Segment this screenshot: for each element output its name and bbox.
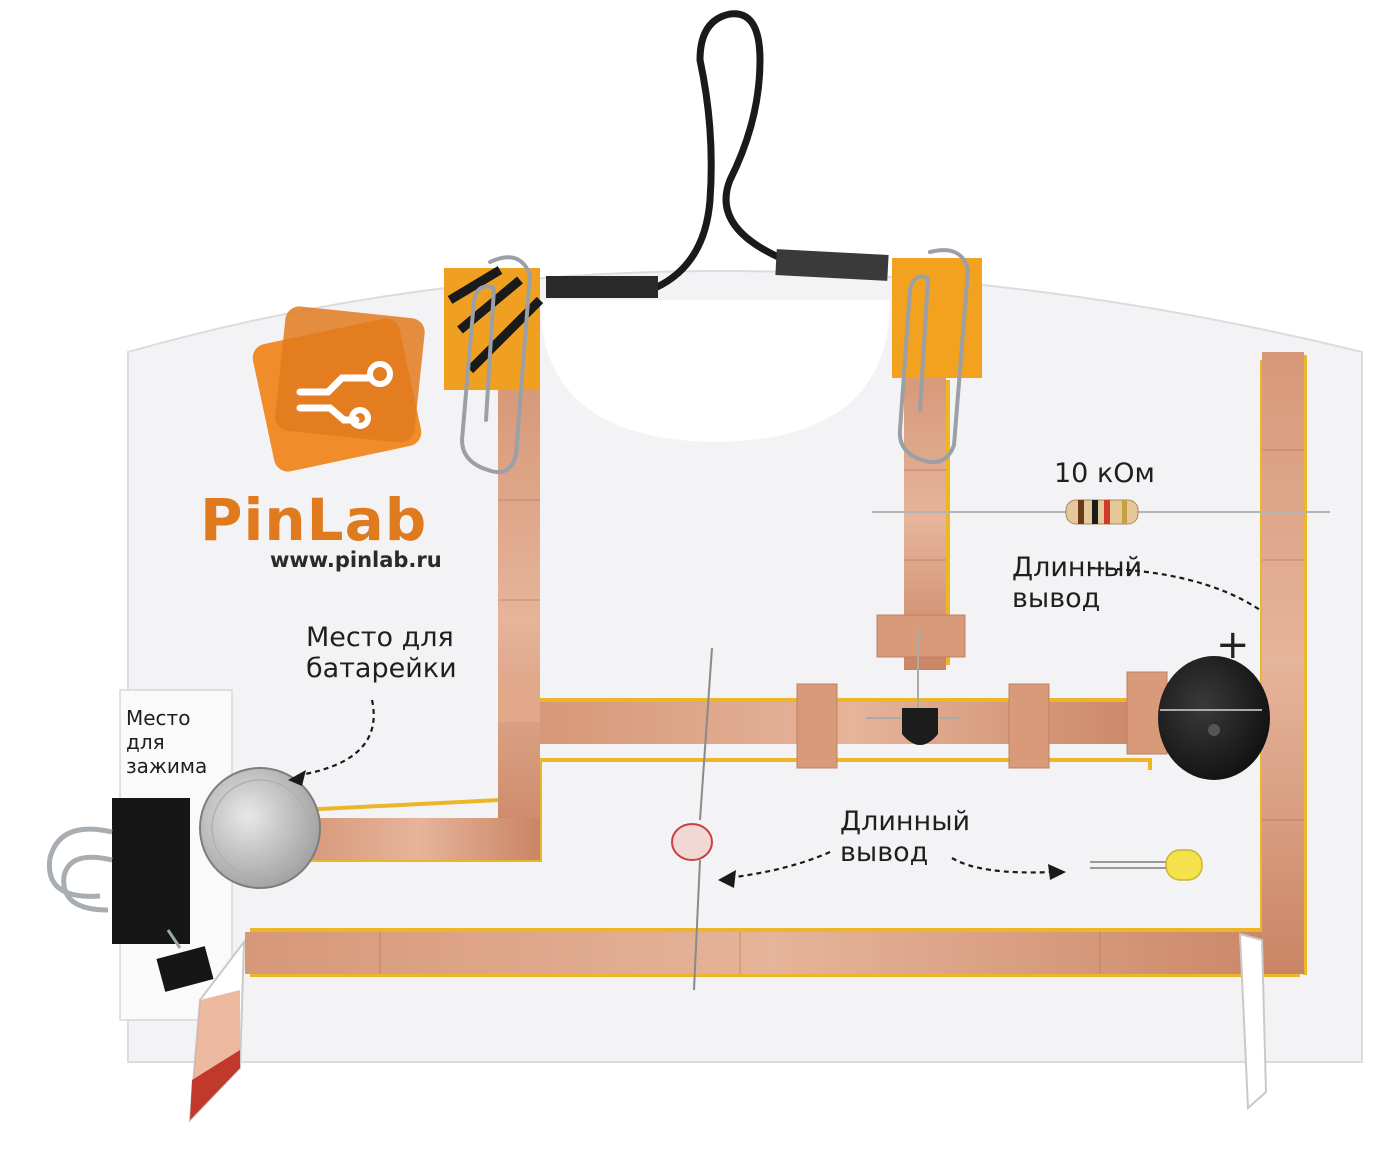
board-stands [188, 932, 1268, 1123]
copper-traces [245, 352, 1304, 974]
binder-clip [46, 798, 214, 992]
board-cutout [540, 300, 890, 442]
long-lead-top-label: Длинный вывод [1012, 552, 1143, 615]
yellow-led-illustration [1090, 849, 1203, 881]
wire-loop [546, 10, 889, 298]
arrow-heads [288, 770, 1066, 888]
clip-place-label: Место для зажима [126, 706, 208, 778]
resistor-value-label: 10 кОм [1054, 458, 1155, 489]
copper-trace-right-vertical [1262, 352, 1304, 974]
long-lead-bottom-label: Длинный вывод [840, 806, 971, 869]
copper-trace-left-vertical [498, 380, 540, 860]
paper-clips [459, 248, 971, 475]
battery-place-label: Место для батарейки [306, 622, 457, 685]
dashed-arrows [299, 566, 1261, 880]
brand-name: PinLab [200, 486, 428, 554]
buzzer-component [1158, 656, 1270, 780]
copper-trace-bottom [245, 932, 1303, 974]
plus-sign: + [1216, 622, 1250, 668]
photoresistor-component [671, 647, 713, 991]
transistor-component [866, 628, 962, 745]
pinlab-logo-icon [252, 306, 425, 472]
resistor-component [872, 499, 1330, 525]
brand-url: www.pinlab.ru [270, 548, 442, 572]
board-card [127, 270, 1363, 1063]
copper-trace-battery [298, 818, 540, 860]
coin-battery [199, 767, 321, 889]
copper-trace-middle [540, 702, 1160, 744]
